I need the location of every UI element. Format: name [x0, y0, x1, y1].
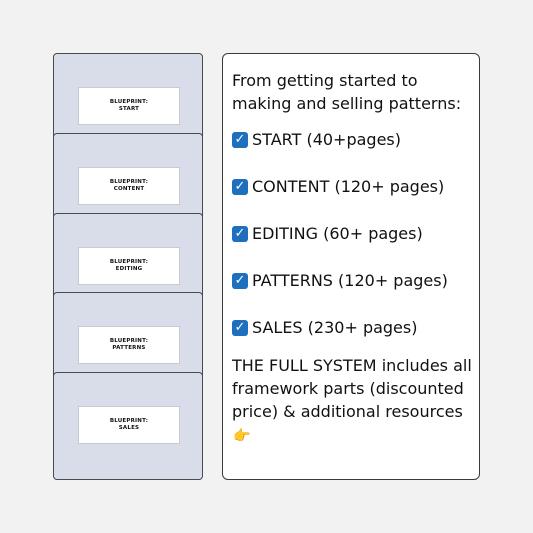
card-label-name: PATTERNS: [112, 345, 146, 351]
card-label: BLUEPRINT: START: [78, 87, 180, 125]
card-label-name: EDITING: [115, 266, 143, 272]
list-item: ✓ CONTENT (120+ pages): [232, 175, 473, 198]
card-label-name: CONTENT: [113, 186, 145, 192]
checkmark-icon: ✓: [232, 319, 248, 336]
card-label-title: BLUEPRINT:: [109, 418, 149, 424]
panel-text: From getting started to making and selli…: [232, 69, 473, 448]
list-item: ✓ EDITING (60+ pages): [232, 222, 473, 245]
intro-text: From getting started to making and selli…: [232, 71, 462, 113]
card-label: BLUEPRINT: PATTERNS: [78, 326, 180, 364]
card-label-title: BLUEPRINT:: [109, 179, 149, 185]
list-item-label: PATTERNS (120+ pages): [252, 271, 448, 290]
description-panel: From getting started to making and selli…: [222, 53, 480, 480]
outro-text: THE FULL SYSTEM includes all framework p…: [232, 356, 472, 421]
card-label: BLUEPRINT: SALES: [78, 406, 180, 444]
list-item: ✓ START (40+pages): [232, 128, 473, 151]
checkmark-icon: ✓: [232, 225, 248, 242]
card-label-title: BLUEPRINT:: [109, 338, 149, 344]
list-item-label: CONTENT (120+ pages): [252, 177, 445, 196]
list-item-label: SALES (230+ pages): [252, 318, 418, 337]
checkmark-icon: ✓: [232, 131, 248, 148]
blueprint-card-sales: BLUEPRINT: SALES: [53, 372, 203, 480]
outro-text-block: THE FULL SYSTEM includes all framework p…: [232, 354, 473, 448]
checkmark-icon: ✓: [232, 178, 248, 195]
card-label-name: SALES: [118, 425, 140, 431]
card-label: BLUEPRINT: CONTENT: [78, 167, 180, 205]
card-label-title: BLUEPRINT:: [109, 259, 149, 265]
card-label-title: BLUEPRINT:: [109, 99, 149, 105]
list-item-label: EDITING (60+ pages): [252, 224, 423, 243]
card-label: BLUEPRINT: EDITING: [78, 247, 180, 285]
list-item-label: START (40+pages): [252, 130, 401, 149]
list-item: ✓ PATTERNS (120+ pages): [232, 269, 473, 292]
checkmark-icon: ✓: [232, 272, 248, 289]
card-label-name: START: [118, 106, 140, 112]
blueprint-card-stack: BLUEPRINT: START BLUEPRINT: CONTENT BLUE…: [53, 53, 205, 480]
list-item: ✓ SALES (230+ pages): [232, 316, 473, 339]
pointing-hand-icon: 👉: [233, 428, 251, 444]
